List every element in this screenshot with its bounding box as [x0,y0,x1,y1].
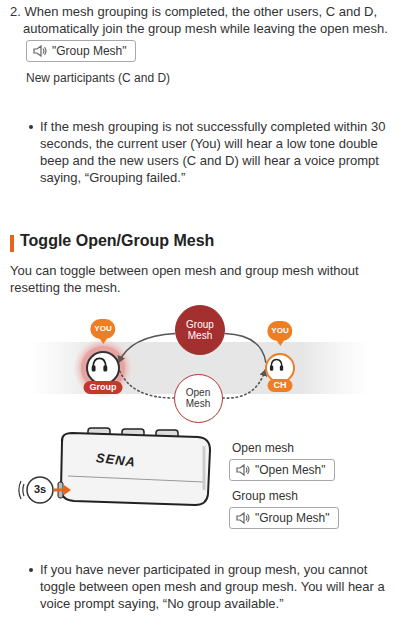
headset-unit: YOUCH [265,353,295,383]
heading-bar [10,235,14,252]
headset-icon [267,355,293,381]
speaker-icon [33,45,48,57]
channel-tag: CH [268,379,293,392]
headset-icon [88,353,118,383]
headset-unit: YOUGroup [86,351,120,385]
prompt-text: "Open Mesh" [255,463,326,477]
press-3s-icon [19,477,71,503]
step-text: 2. When mesh grouping is completed, the … [10,3,400,37]
active-halo [74,339,132,397]
mode-arrow [119,334,175,363]
bullet-dot [29,568,33,572]
mode-text: Group Mesh [182,319,218,341]
hold-time: 3s [28,483,52,495]
channel-tag: Group [84,381,123,394]
voice-prompt-box: "Group Mesh" [229,507,339,529]
mode-circle: Group Mesh [175,305,225,355]
you-marker: YOU [90,319,115,339]
speaker-icon [236,512,251,524]
bullet-dot [29,125,33,129]
mode-arrow [223,370,266,398]
you-marker: YOU [267,321,292,341]
note-text: If you have never participated in group … [40,561,392,612]
section-heading: Toggle Open/Group Mesh [20,232,214,250]
mode-text: Open Mesh [180,387,216,409]
voice-prompt-box: "Open Mesh" [229,459,335,481]
mode-circle: Open Mesh [174,374,223,423]
mode-arrow [225,334,266,363]
mode-arrow [120,371,174,398]
prompt-text: "Group Mesh" [52,44,127,58]
paragraph-text: You can toggle between open mesh and gro… [10,262,395,296]
mode-label: Group mesh [232,489,298,504]
prompt-text: "Group Mesh" [255,511,330,525]
headset-device [58,428,210,505]
speaker-icon [236,464,251,476]
note-text: If the mesh grouping is not successfully… [40,118,392,186]
voice-prompt-box: "Group Mesh" [26,40,136,62]
mode-label: Open mesh [232,441,294,456]
brand-logo: SENA [95,450,137,470]
caption-text: New participants (C and D) [26,71,170,86]
